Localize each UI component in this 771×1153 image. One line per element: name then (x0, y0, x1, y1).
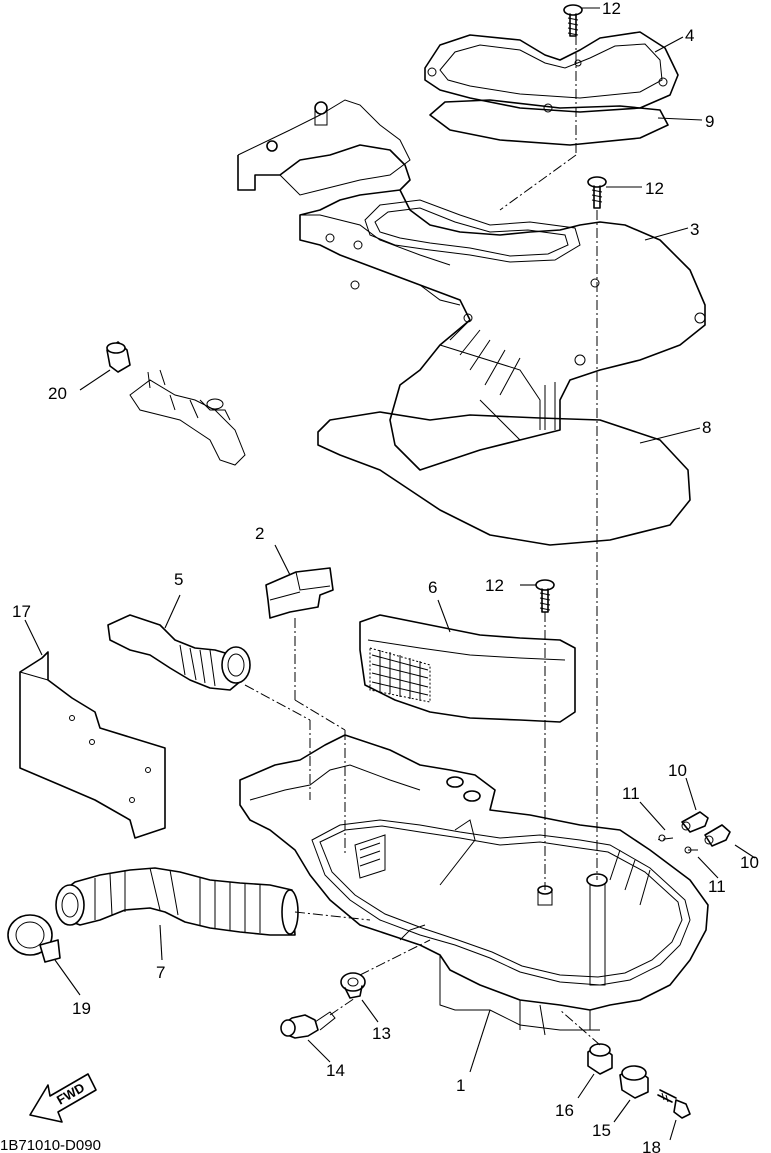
part-8-large-gasket (317, 411, 691, 546)
part-12-screw-top (563, 4, 583, 37)
part-16-collar (587, 1043, 613, 1075)
callout-11: 11 (708, 877, 726, 896)
callout-17: 17 (12, 602, 31, 621)
part-9-gasket (429, 99, 669, 146)
callout-10: 10 (668, 761, 687, 780)
part-3-upper-case (237, 99, 706, 471)
part-7-intake-duct (55, 867, 299, 936)
callout-5: 5 (174, 570, 183, 589)
callout-1: 1 (456, 1076, 465, 1095)
callout-14: 14 (326, 1061, 345, 1080)
forward-direction-arrow: FWD (29, 1073, 97, 1123)
part-15-grommet (619, 1065, 649, 1099)
callout-4: 4 (685, 26, 694, 45)
callout-13: 13 (372, 1024, 391, 1043)
callout-12: 12 (645, 179, 664, 198)
callout-20: 20 (48, 384, 67, 403)
part-4-cover-plate (424, 31, 679, 113)
callout-18: 18 (642, 1138, 661, 1153)
callout-10: 10 (740, 853, 759, 872)
part-12-screw-filter (535, 579, 555, 613)
reference-code: 1B71010-D090 (0, 1137, 101, 1153)
part-14-sensor (280, 1011, 336, 1039)
callout-8: 8 (702, 418, 711, 437)
callout-19: 19 (72, 999, 91, 1018)
part-10-clips (681, 811, 731, 847)
wiring-harness (129, 369, 246, 466)
part-20-cap (106, 341, 131, 373)
callout-16: 16 (555, 1101, 574, 1120)
part-19-clamp (7, 914, 61, 963)
leader-lines (24, 7, 756, 1141)
callout-7: 7 (156, 963, 165, 982)
callout-3: 3 (690, 220, 699, 239)
part-17-side-panel (19, 651, 166, 839)
callout-15: 15 (592, 1121, 611, 1140)
callout-12: 12 (602, 0, 621, 18)
callout-9: 9 (705, 112, 714, 131)
part-1-lower-case (239, 734, 709, 1036)
part-13-grommet (340, 972, 366, 999)
callout-12: 12 (485, 576, 504, 595)
part-5-hose (107, 614, 251, 691)
part-18-bolt (657, 1089, 691, 1119)
part-6-filter-element (359, 614, 576, 723)
callout-2: 2 (255, 524, 264, 543)
callout-6: 6 (428, 578, 437, 597)
part-2-bracket (265, 567, 334, 619)
callout-labels: 12 4 9 12 3 20 8 2 5 12 6 17 10 11 10 11… (12, 0, 759, 1153)
part-12-screw-mid (587, 176, 607, 209)
callout-11: 11 (622, 784, 640, 803)
